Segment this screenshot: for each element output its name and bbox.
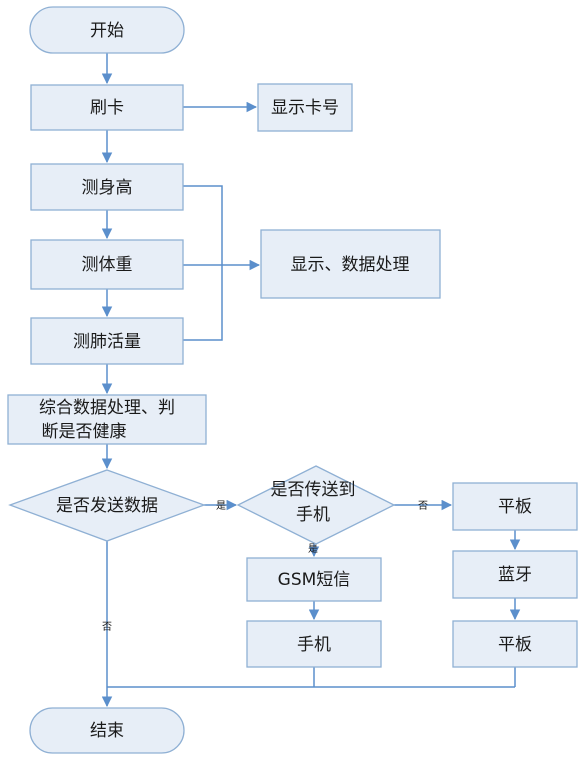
node-phone: 手机 [246,620,382,668]
node-tablet-1-label: 平板 [498,497,532,517]
node-tablet-1: 平板 [452,482,578,531]
node-bluetooth: 蓝牙 [452,550,578,599]
node-display-process: 显示、数据处理 [260,229,441,299]
node-start-label: 开始 [90,21,124,41]
edge-label-send-no: 否 [102,621,112,633]
node-bluetooth-label: 蓝牙 [498,565,532,585]
edge-height-bracket [183,185,223,341]
node-send-data-label: 是否发送数据 [56,496,158,516]
node-gsm: GSM短信 [246,557,382,602]
node-tablet-2-label: 平板 [498,635,532,655]
node-process-health-label-1: 综合数据处理、判 [39,398,175,418]
node-show-card-label: 显示卡号 [271,98,339,118]
edge-label-send-yes: 是 [216,500,226,512]
edges [101,53,521,708]
node-start: 开始 [29,6,185,54]
node-process-health: 综合数据处理、判 断是否健康 [7,394,207,445]
node-measure-height: 测身高 [30,163,184,211]
node-send-data: 是否发送数据 [8,469,206,542]
node-measure-weight-label: 测体重 [82,255,133,275]
node-end: 结束 [29,707,185,754]
node-gsm-label: GSM短信 [278,570,351,590]
edge-label-phone-no: 否 [418,500,428,512]
node-measure-lung: 测肺活量 [30,317,184,365]
node-process-health-label-2: 断是否健康 [42,422,127,442]
node-to-phone-label-2: 手机 [296,505,330,525]
node-show-card: 显示卡号 [257,83,353,132]
node-measure-height-label: 测身高 [82,178,133,198]
node-to-phone-label-1: 是否传送到 [271,480,356,500]
node-swipe-card-label: 刷卡 [90,98,124,118]
node-display-process-label: 显示、数据处理 [291,255,410,275]
node-measure-lung-label: 测肺活量 [73,332,141,352]
node-swipe-card: 刷卡 [30,84,184,131]
node-end-label: 结束 [90,721,124,741]
node-to-phone: 是否传送到 手机 [236,465,396,545]
edge-label-phone-yes: 是 [308,543,318,555]
node-phone-label: 手机 [297,635,331,655]
node-measure-weight: 测体重 [30,239,184,290]
node-tablet-2: 平板 [452,620,578,668]
